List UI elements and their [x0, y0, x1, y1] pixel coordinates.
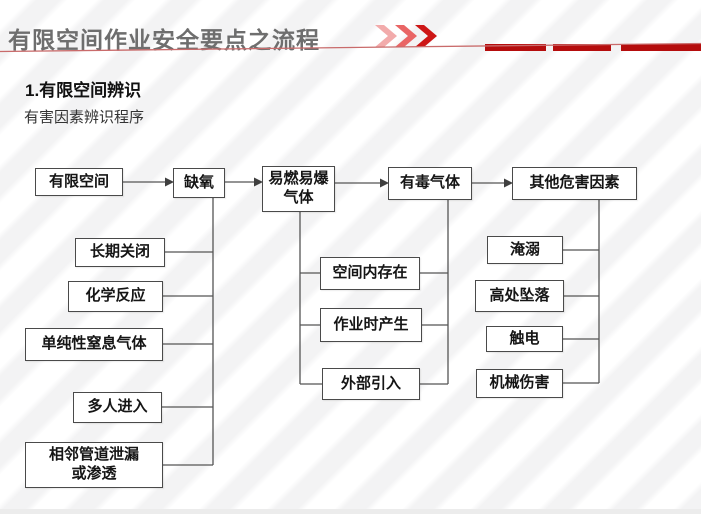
- header-accent-dash: [621, 44, 701, 51]
- flow-node-simple-asphyxiant-gas: 单纯性窒息气体: [25, 328, 163, 361]
- flow-node-mechanical-injury: 机械伤害: [476, 369, 563, 398]
- page-title: 有限空间作业安全要点之流程: [8, 27, 320, 53]
- triple-chevron-icon: [375, 25, 437, 47]
- flow-node-flammable-explosive-gas: 易燃易爆 气体: [262, 166, 335, 212]
- flow-node-drowning: 淹溺: [487, 236, 563, 264]
- section-subheading: 有害因素辨识程序: [24, 109, 145, 126]
- flow-node-fall-from-height: 高处坠落: [475, 280, 564, 312]
- flow-node-other-hazard-factors: 其他危害因素: [512, 167, 637, 200]
- flow-node-external-introduction: 外部引入: [322, 368, 420, 400]
- flow-node-adjacent-pipeline-leak: 相邻管道泄漏 或渗透: [25, 442, 163, 488]
- flow-node-oxygen-deficiency: 缺氧: [173, 168, 225, 198]
- flow-node-long-term-closed: 长期关闭: [75, 238, 165, 267]
- flow-node-electric-shock: 触电: [486, 326, 563, 352]
- header-accent-dash: [553, 44, 611, 51]
- flow-node-chemical-reaction: 化学反应: [68, 281, 163, 312]
- flow-node-multiple-people-entering: 多人进入: [73, 392, 162, 423]
- header-accent-dash: [485, 44, 546, 51]
- section-heading: 1.有限空间辨识: [25, 81, 142, 100]
- flow-node-confined-space: 有限空间: [35, 168, 123, 196]
- flow-node-produced-during-work: 作业时产生: [320, 308, 422, 342]
- flow-node-toxic-gas: 有毒气体: [388, 167, 472, 200]
- flow-node-exists-in-space: 空间内存在: [320, 257, 420, 290]
- footer-band: [0, 509, 701, 514]
